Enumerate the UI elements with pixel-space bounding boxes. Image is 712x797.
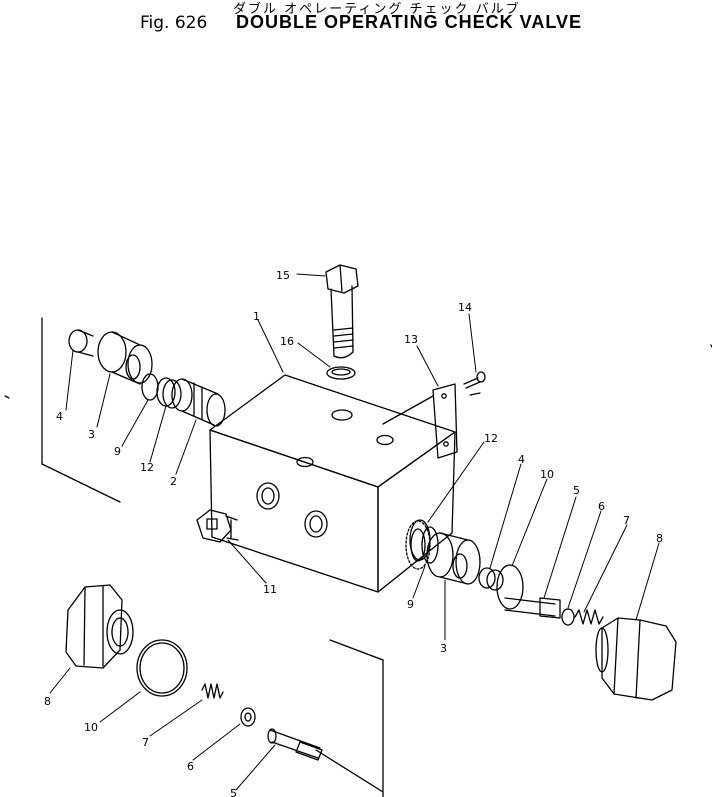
callout-15: 15 (276, 269, 290, 282)
left-cap-assembly (68, 329, 226, 427)
callout-5-lower: 5 (230, 787, 237, 797)
washer (326, 366, 356, 380)
callout-9: 9 (114, 445, 121, 458)
callout-3: 3 (88, 428, 95, 441)
callout-8: 8 (656, 532, 663, 545)
bracket-line (315, 749, 384, 793)
callout-5: 5 (573, 484, 580, 497)
japanese-title: ダブル オペレーティング チェック バルブ (233, 2, 521, 17)
callout-4-right: 4 (518, 453, 525, 466)
callout-14: 14 (458, 301, 472, 314)
callout-13: 13 (404, 333, 418, 346)
right-cap-assembly (409, 519, 677, 701)
callout-12: 12 (140, 461, 154, 474)
callout-1: 1 (253, 310, 260, 323)
valve-body (209, 374, 456, 593)
callout-7-lower: 7 (142, 736, 149, 749)
plate (382, 383, 458, 459)
lower-left-parts (65, 584, 323, 761)
bracket-line (329, 639, 384, 661)
stray-mark (4, 395, 10, 399)
figure-number: Fig. 626 (140, 13, 208, 33)
callout-6-lower: 6 (187, 760, 194, 773)
plug (196, 509, 239, 543)
callout-9-right: 9 (407, 598, 414, 611)
callout-2: 2 (170, 475, 177, 488)
callout-12-right: 12 (484, 432, 498, 445)
screw (463, 371, 486, 396)
callout-16: 16 (280, 335, 294, 348)
callout-10-lower: 10 (84, 721, 98, 734)
bolt (325, 264, 359, 359)
leader-lines (49, 273, 660, 791)
callout-8-lower: 8 (44, 695, 51, 708)
callout-3-right: 3 (440, 642, 447, 655)
bracket-line (41, 463, 121, 503)
callout-10: 10 (540, 468, 554, 481)
page-title: DOUBLE OPERATING CHECK VALVE (236, 12, 583, 32)
callout-4: 4 (56, 410, 63, 423)
callout-7: 7 (623, 514, 630, 527)
callout-11: 11 (263, 583, 277, 596)
header: ダブル オペレーティング チェック バルブ Fig. 626 DOUBLE OP… (0, 0, 712, 40)
callout-6: 6 (598, 500, 605, 513)
